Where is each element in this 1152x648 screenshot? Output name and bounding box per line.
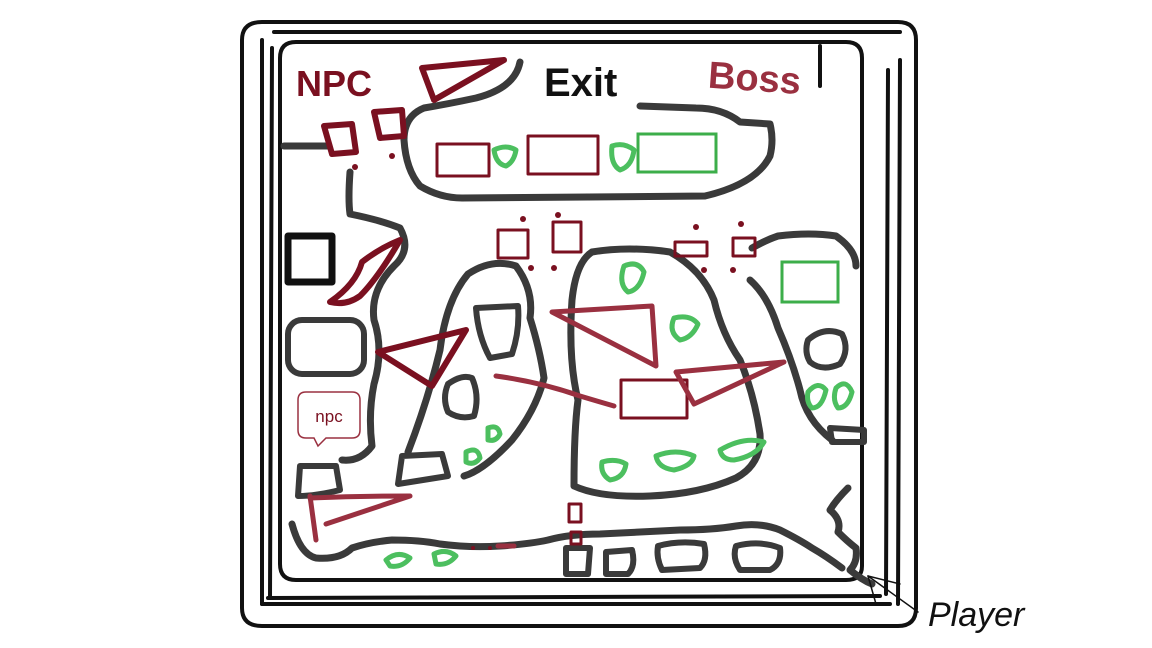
- rock-1: [285, 317, 367, 377]
- rock-11: [731, 540, 784, 573]
- enemy-box-icon: [567, 502, 583, 524]
- rock-7: [827, 425, 867, 445]
- loot-icon: [599, 457, 629, 483]
- npc-label: NPC: [296, 63, 372, 104]
- enemy-box-icon: [435, 142, 491, 178]
- loot-chests: [636, 132, 840, 304]
- enemy-dots: [352, 153, 744, 550]
- rock-3: [442, 373, 480, 421]
- rock-4: [395, 451, 451, 487]
- boss-label: Boss: [707, 55, 803, 103]
- enemy-box-icon: [496, 228, 530, 260]
- npc-speech-bubble: npc: [297, 391, 361, 448]
- loot-icon: [669, 314, 701, 343]
- loot-icon: [463, 447, 483, 466]
- arrow-icon: [867, 575, 901, 585]
- enemy-triangle-icon: [419, 57, 507, 103]
- loot-icon: [653, 449, 697, 473]
- outer-frame: [240, 20, 918, 628]
- loot-icon: [717, 437, 767, 463]
- loot-items: [383, 142, 855, 569]
- enemy-triangle-icon: [673, 359, 787, 407]
- loot-chest-icon: [636, 132, 718, 174]
- rock-6: [803, 328, 849, 371]
- rock-8: [563, 545, 593, 577]
- enemy-box-icon: [526, 134, 600, 176]
- rock-5: [295, 463, 343, 499]
- npc-bubble-label: npc: [315, 407, 343, 426]
- exit-label: Exit: [544, 61, 617, 105]
- loot-icon: [831, 381, 855, 411]
- enemy-triangle-icon: [327, 237, 403, 307]
- loot-icon: [491, 144, 519, 169]
- enemy-box-icon: [731, 236, 757, 258]
- loot-icon: [609, 142, 637, 173]
- enemy-box-icon: [673, 240, 709, 258]
- patrol-paths: [307, 303, 787, 549]
- rock-2: [473, 303, 522, 361]
- loot-icon: [431, 548, 459, 567]
- enemy-box-icon: [619, 378, 689, 420]
- player-label: Player: [928, 596, 1026, 634]
- rock-obstacles: [284, 232, 867, 577]
- dark-block: [284, 232, 336, 286]
- loot-chest-icon: [780, 260, 840, 304]
- loot-icon: [485, 424, 503, 443]
- enemy-triangle-icon: [549, 303, 659, 369]
- enemy-box-icon: [551, 220, 583, 254]
- loot-icon: [383, 552, 413, 569]
- enemy-triangle-icon: [375, 327, 469, 389]
- loot-icon: [619, 261, 647, 295]
- player-marker: [867, 575, 919, 613]
- enemy-box-icon: [371, 107, 407, 141]
- rock-9: [603, 547, 637, 577]
- cave-walls: [280, 58, 876, 588]
- enemy-markers: [321, 57, 507, 389]
- enemy-markers-thin: [435, 134, 757, 546]
- enemy-box-icon: [569, 530, 583, 546]
- enemy-box-icon: [321, 121, 359, 157]
- loot-icon: [805, 383, 829, 411]
- rock-10: [654, 539, 709, 573]
